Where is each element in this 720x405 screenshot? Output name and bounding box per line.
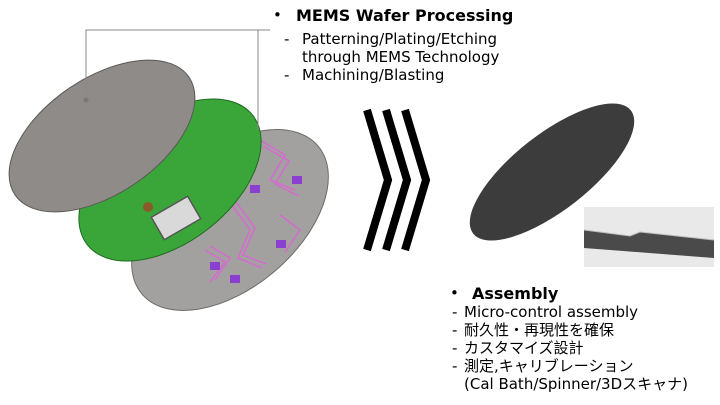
board-chip [150, 195, 202, 241]
bottom-item-dash: - [452, 303, 458, 321]
bottom-item-text: (Cal Bath/Spinner/3Dスキャナ) [464, 375, 688, 393]
bottom-item-text: 耐久性・再現性を確保 [464, 321, 615, 339]
top-item-dash: - [284, 66, 290, 84]
sensor-traces [204, 139, 302, 283]
bottom-item-text: カスタマイズ設計 [464, 339, 584, 357]
top-wafer [8, 59, 196, 213]
bottom-title: Assembly [472, 284, 559, 303]
board-connector [143, 202, 153, 212]
top-item: - Patterning/Plating/Etching [284, 30, 499, 48]
top-item-text: through MEMS Technology [302, 48, 500, 66]
top-item-text: Patterning/Plating/Etching [302, 30, 498, 48]
bottom-item-dash: - [452, 339, 458, 357]
finished-sensor-image [469, 103, 635, 241]
bottom-item: - 測定,キャリブレーション [452, 357, 688, 375]
process-arrow-chevrons [363, 108, 431, 252]
bottom-item-dash: - [452, 321, 458, 339]
edge-closeup-inset [583, 207, 715, 267]
leader-line-wafer [85, 29, 270, 98]
bottom-item-dash: - [452, 357, 458, 375]
top-item: - Machining/Blasting [284, 66, 499, 84]
bottom-item-dash [452, 375, 464, 393]
top-item-list: - Patterning/Plating/Etching through MEM… [284, 30, 499, 84]
top-title: MEMS Wafer Processing [296, 6, 514, 25]
sensor-pads [210, 176, 302, 283]
bottom-item-text: Micro-control assembly [464, 303, 639, 321]
top-item: through MEMS Technology [284, 48, 499, 66]
bottom-item: - カスタマイズ設計 [452, 339, 688, 357]
bottom-item-text: 測定,キャリブレーション [464, 357, 634, 375]
bottom-item: - Micro-control assembly [452, 303, 688, 321]
top-item-dash [284, 48, 302, 66]
top-bullet: • [273, 6, 282, 24]
bottom-item-list: - Micro-control assembly - 耐久性・再現性を確保 - … [452, 303, 688, 393]
top-item-text: Machining/Blasting [302, 66, 445, 84]
bottom-item: (Cal Bath/Spinner/3Dスキャナ) [452, 375, 688, 393]
top-item-dash: - [284, 30, 290, 48]
bottom-item: - 耐久性・再現性を確保 [452, 321, 688, 339]
bottom-bullet: • [450, 284, 459, 302]
